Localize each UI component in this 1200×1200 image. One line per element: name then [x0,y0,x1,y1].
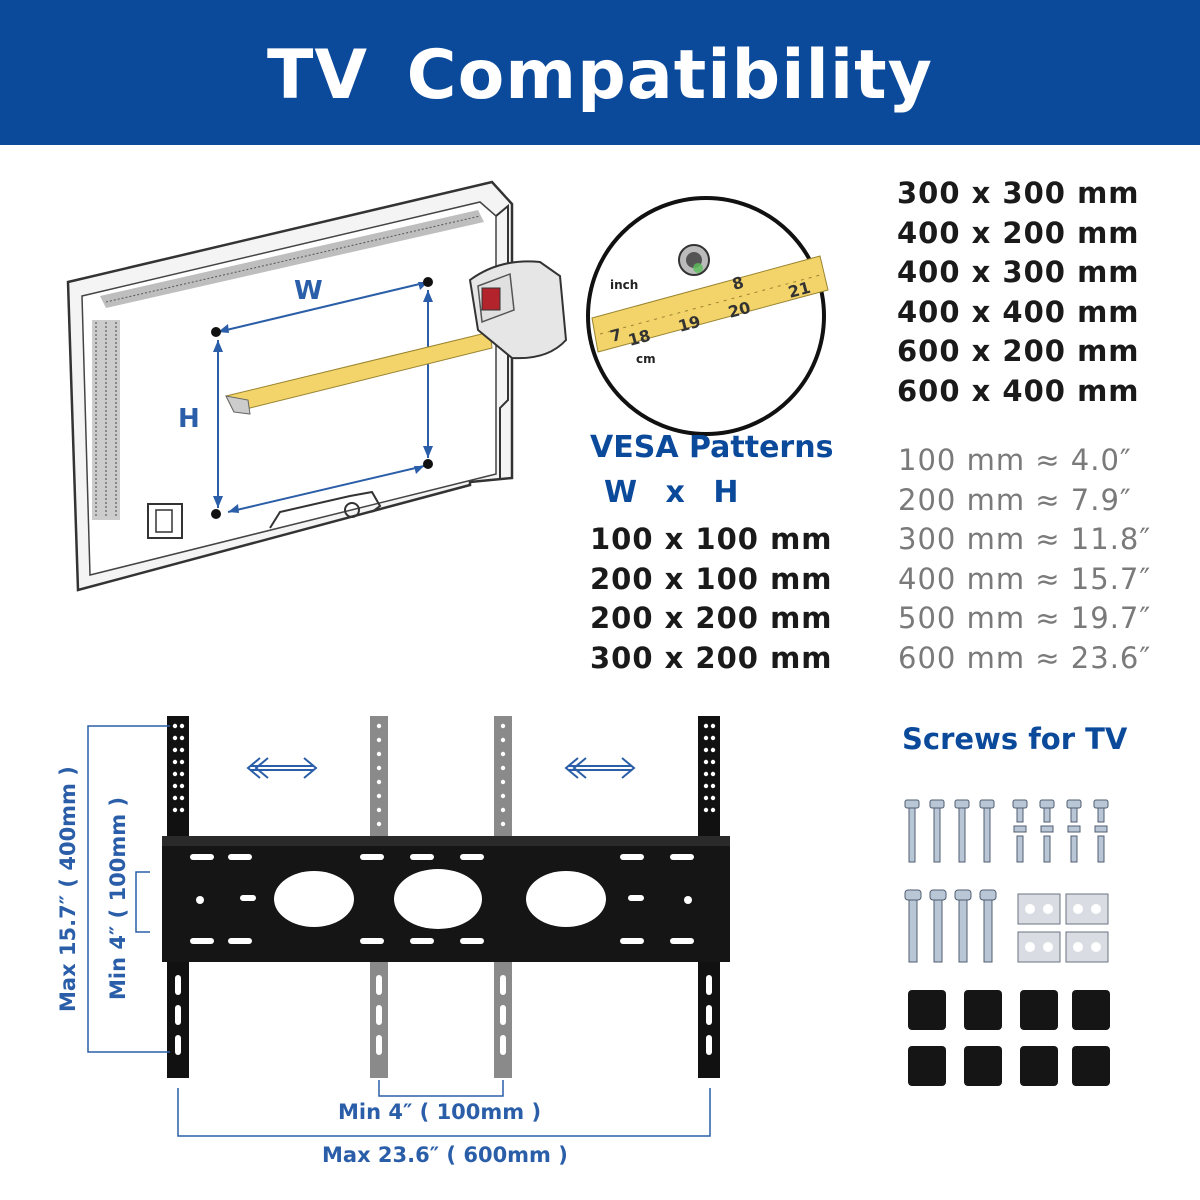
vesa-pattern-item: 300 x 300 mm [897,176,1140,210]
vesa-pattern-item: 400 x 200 mm [897,215,1140,250]
vesa-patterns-list-left: 100 x 100 mm 200 x 100 mm 200 x 200 mm 3… [590,520,833,678]
conversion-list: 100 mm ≈ 4.0″ 200 mm ≈ 7.9″ 300 mm ≈ 11.… [898,441,1151,678]
svg-text:8: 8 [730,273,746,294]
slide-arrows-left-icon [246,757,318,779]
tape-cm-label: cm [636,352,656,366]
vesa-pattern-item: 400 x 300 mm [897,255,1140,289]
vesa-pattern-item: 600 x 200 mm [897,334,1140,368]
vesa-pattern-item: 600 x 400 mm [897,373,1140,408]
min-vertical-spacing: Min 4″ ( 100mm ) [106,796,130,1000]
conversion-item: 100 mm ≈ 4.0″ [898,443,1132,477]
vesa-pattern-item: 400 x 400 mm [897,294,1140,329]
screws-title: Screws for TV [902,722,1128,756]
height-label: H [178,404,200,434]
page-title: TV Compatibility [267,36,933,115]
vesa-title: VESA Patterns [590,430,834,465]
min-horizontal-spacing: Min 4″ ( 100mm ) [338,1100,542,1124]
vesa-pattern-item: 100 x 100 mm [590,522,833,556]
tape-inch-label: inch [610,278,639,292]
max-horizontal-spacing: Max 23.6″ ( 600mm ) [322,1143,568,1167]
header-banner: TV Compatibility [0,0,1200,145]
bracket-plate [162,836,730,962]
vesa-pattern-item: 200 x 100 mm [590,561,833,596]
vesa-patterns-list-right: 300 x 300 mm 400 x 200 mm 400 x 300 mm 4… [897,174,1140,411]
screw-set-icon [904,799,1110,1086]
conversion-item: 200 mm ≈ 7.9″ [898,482,1132,517]
max-vertical-spacing: Max 15.7″ ( 400mm ) [56,766,80,1012]
slide-arrows-right-icon [564,757,636,779]
vesa-pattern-item: 300 x 200 mm [590,640,833,675]
conversion-item: 300 mm ≈ 11.8″ [898,522,1152,556]
conversion-item: 400 mm ≈ 15.7″ [898,561,1152,596]
width-label: W [294,276,323,306]
vesa-pattern-item: 200 x 200 mm [590,601,833,635]
svg-text:7: 7 [608,325,624,346]
conversion-item: 500 mm ≈ 19.7″ [898,601,1152,635]
vesa-subtitle: W x H [604,475,739,510]
conversion-item: 600 mm ≈ 23.6″ [898,640,1152,675]
